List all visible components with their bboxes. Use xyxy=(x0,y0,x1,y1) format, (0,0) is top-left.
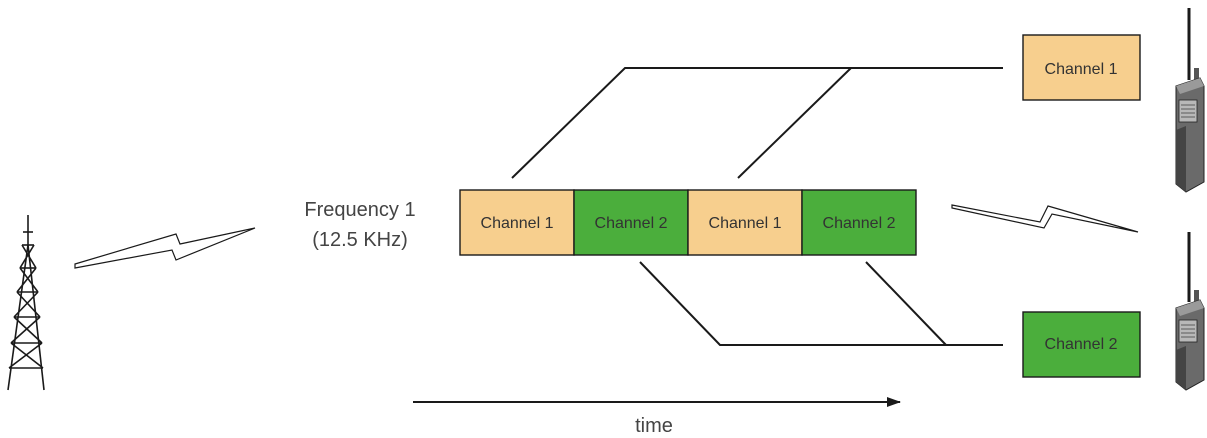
timeslot-3-label: Channel 1 xyxy=(709,215,782,232)
timeslot-4 xyxy=(801,189,917,256)
receiver-channel2-box xyxy=(1022,311,1141,378)
timeslot-2 xyxy=(573,189,689,256)
channel2-connector xyxy=(639,261,1003,346)
receiver-channel1-box xyxy=(1022,34,1141,101)
time-axis-label: time xyxy=(635,415,673,437)
timeslot-4-label: Channel 2 xyxy=(823,215,896,232)
radio-tower-icon xyxy=(7,215,45,391)
handheld-radio-icon xyxy=(1175,232,1205,391)
receiver-channel1-label: Channel 1 xyxy=(1045,61,1118,78)
timeslot-1-label: Channel 1 xyxy=(481,215,554,232)
receiver-channel2-label: Channel 2 xyxy=(1045,336,1118,353)
handheld-radio-icon xyxy=(1175,8,1205,193)
timeslot-1 xyxy=(459,189,575,256)
lightning-link-icon xyxy=(951,204,1139,233)
frequency-name: Frequency 1 xyxy=(304,199,415,221)
timeslot-frame: Channel 1 Channel 2 Channel 1 Channel 2 xyxy=(459,189,917,256)
lightning-link-icon xyxy=(74,227,256,269)
channel1-connector xyxy=(511,67,1003,179)
timeslot-2-label: Channel 2 xyxy=(595,215,668,232)
timeslot-3 xyxy=(687,189,803,256)
frequency-bandwidth: (12.5 KHz) xyxy=(312,229,408,251)
